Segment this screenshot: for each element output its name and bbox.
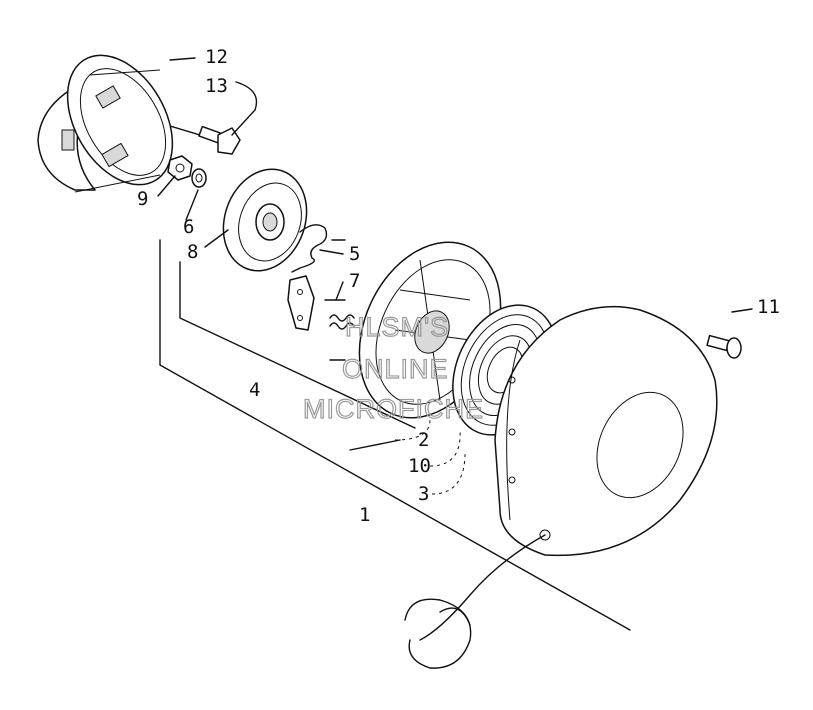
part-1-starter-housing: [494, 305, 718, 557]
callout-11: 11: [757, 296, 780, 318]
part-8-pulley-hub: [222, 168, 308, 272]
watermark-line-2: ONLINE: [342, 354, 449, 384]
callout-10: 10: [408, 455, 431, 477]
part-5-wire-spring: [291, 224, 346, 273]
callout-4: 4: [249, 379, 260, 401]
callout-numbers: 12 13 9 6 8 5 7 11 4 2 10 3 1: [137, 46, 780, 526]
callout-3: 3: [418, 483, 429, 505]
callout-12: 12: [205, 46, 228, 68]
part-9-nut: [167, 155, 193, 181]
callout-9: 9: [137, 188, 148, 210]
part-7-pawl-and-spring: [287, 275, 355, 331]
callout-leader-lines: [157, 57, 753, 361]
watermark: HLSM'S ONLINE MICROFICHE: [302, 311, 484, 424]
callout-leaders-2-10-3: [394, 419, 466, 495]
callout-13: 13: [205, 75, 228, 97]
starter-rope-and-handle: [404, 534, 546, 669]
callout-5: 5: [349, 243, 360, 265]
callout-1: 1: [359, 504, 370, 526]
callout-6: 6: [183, 216, 194, 238]
part-13-bolt: [198, 125, 241, 155]
part-11-screw: [706, 334, 742, 359]
watermark-line-3: MICROFICHE: [303, 394, 484, 424]
callout-7: 7: [349, 270, 360, 292]
callout-2: 2: [418, 429, 429, 451]
watermark-line-1: HLSM'S: [345, 312, 449, 342]
part-6-washer: [191, 168, 207, 188]
callout-8: 8: [187, 241, 198, 263]
part-12-starter-cup: [37, 54, 174, 193]
